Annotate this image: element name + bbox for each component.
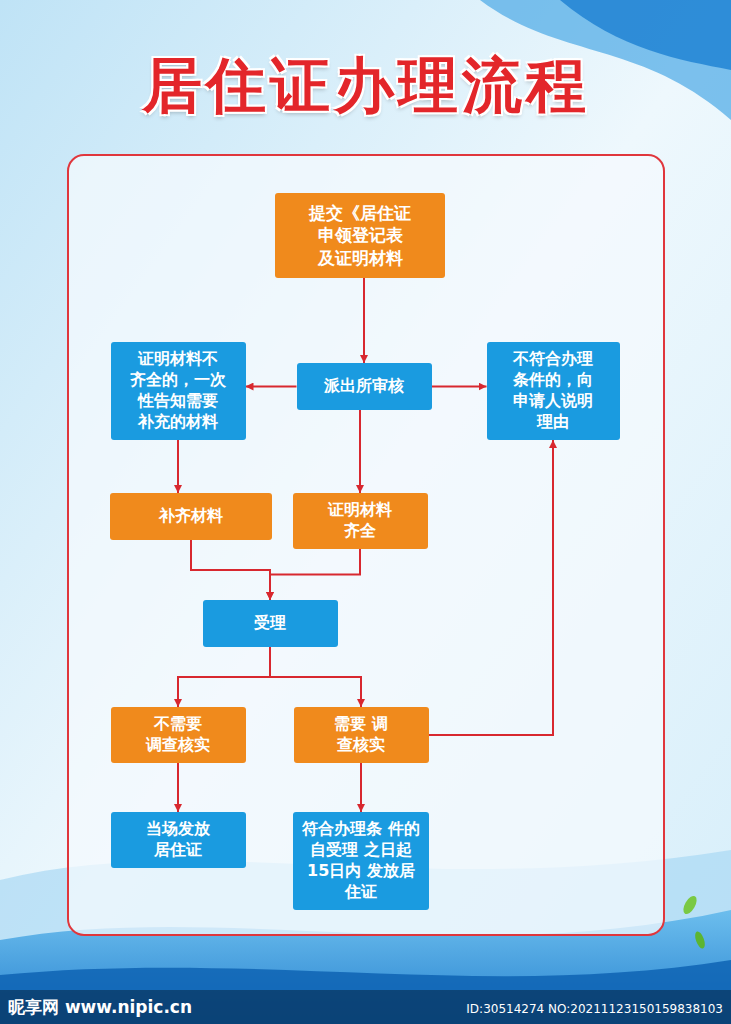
node-text: 派出所审核 — [324, 376, 404, 397]
flow-arrow — [432, 386, 487, 388]
process-box: 符合办理条 件的自受理 之日起15日内 发放居住证 — [293, 812, 429, 910]
process-box: 需要 调查核实 — [294, 707, 429, 763]
leaf — [681, 894, 700, 916]
title: 居住证办理流程 — [0, 46, 731, 127]
watermark: ID:30514274 NO:20211123150159838103 — [466, 1002, 723, 1016]
node-text: 提交《居住证 申领登记表 及证明材料 — [308, 202, 412, 268]
process-box: 提交《居住证 申领登记表 及证明材料 — [275, 193, 445, 278]
flow-arrow — [246, 386, 297, 388]
node-text: 当场发放 居住证 — [145, 819, 211, 861]
flow-arrow — [360, 763, 362, 812]
flow-arrow — [191, 540, 270, 600]
watermark: 昵享网 www.nipic.cn — [8, 996, 192, 1019]
process-box: 不符合办理 条件的，向 申请人说明 理由 — [487, 342, 620, 440]
flow-arrow — [270, 647, 361, 707]
node-text: 受理 — [254, 613, 286, 634]
process-box: 不需要 调查核实 — [111, 707, 246, 763]
process-box: 补齐材料 — [110, 493, 272, 540]
node-text: 符合办理条 件的自受理 之日起15日内 发放居住证 — [301, 819, 421, 902]
flow-arrow — [178, 647, 270, 707]
wave — [0, 960, 731, 1024]
process-box: 证明材料 齐全 — [293, 493, 428, 549]
flow-arrow — [359, 410, 361, 493]
frame — [68, 155, 664, 935]
node-text: 证明材料 齐全 — [327, 500, 393, 542]
flow-arrow — [177, 440, 179, 493]
node-text: 不需要 调查核实 — [145, 714, 211, 756]
flow-arrow — [363, 278, 365, 363]
flow-arrow — [429, 440, 554, 735]
process-box: 派出所审核 — [297, 363, 432, 410]
leaf — [693, 930, 707, 950]
flow-arrow — [177, 763, 179, 812]
node-text: 不符合办理 条件的，向 申请人说明 理由 — [512, 349, 594, 432]
process-box: 当场发放 居住证 — [111, 812, 246, 868]
node-text: 需要 调查核实 — [328, 714, 394, 756]
watermark-bar — [0, 990, 731, 1024]
node-text: 补齐材料 — [159, 506, 223, 527]
process-box: 受理 — [203, 600, 338, 647]
node-text: 证明材料不 齐全的，一次 性告知需要 补充的材料 — [129, 349, 227, 432]
flow-arrow — [270, 549, 360, 600]
process-box: 证明材料不 齐全的，一次 性告知需要 补充的材料 — [111, 342, 246, 440]
